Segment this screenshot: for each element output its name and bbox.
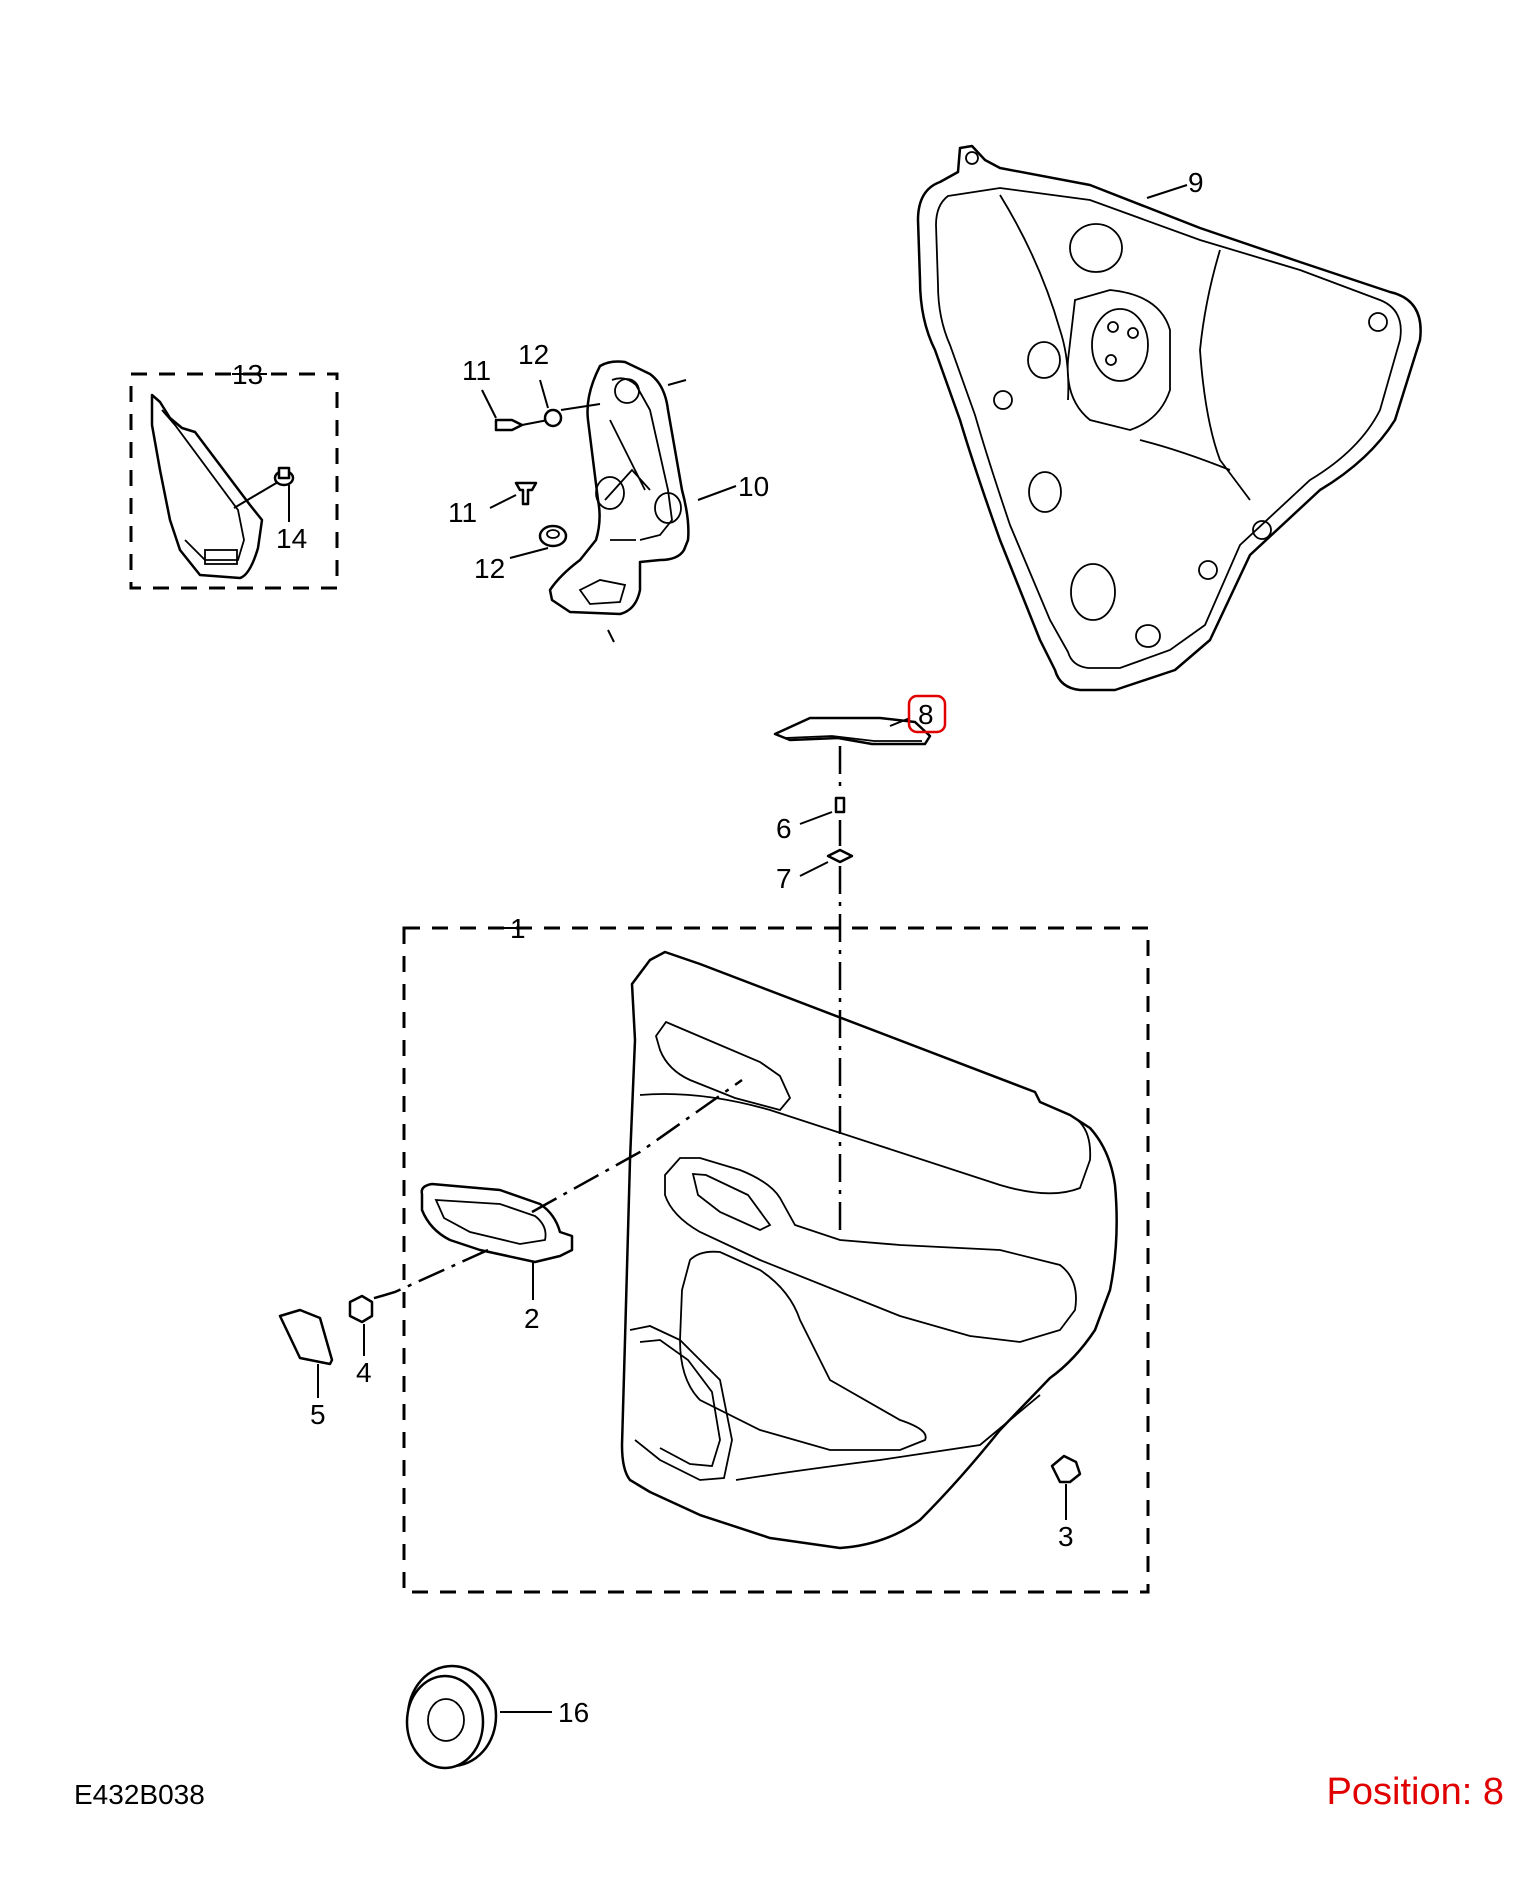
part-11-screw-lower[interactable] <box>489 481 538 509</box>
part-13-trim-group[interactable] <box>129 372 339 590</box>
callout-5: 5 <box>310 1399 326 1430</box>
callout-8: 8 <box>918 699 934 730</box>
callout-11-lower: 11 <box>448 497 477 528</box>
part-11-screw-upper[interactable] <box>481 389 549 432</box>
part-4-clip[interactable] <box>348 1294 374 1356</box>
highlight-box <box>907 694 947 734</box>
callout-2: 2 <box>524 1303 540 1334</box>
callout-16: 16 <box>558 1697 589 1728</box>
callout-12-lower: 12 <box>474 553 505 584</box>
part-14-clip[interactable] <box>273 466 295 522</box>
part-2-door-handle[interactable] <box>367 1078 743 1302</box>
position-label: Position: 8 <box>1326 1771 1504 1813</box>
part-6-screw[interactable] <box>799 796 846 825</box>
callout-7: 7 <box>776 863 792 894</box>
part-10-bracket[interactable] <box>548 360 737 643</box>
callout-14: 14 <box>276 523 307 554</box>
callout-3: 3 <box>1058 1521 1074 1552</box>
callout-1: 1 <box>510 913 526 944</box>
callout-12-upper: 12 <box>518 339 549 370</box>
part-5-cover-cap[interactable] <box>278 1308 334 1398</box>
callout-9: 9 <box>1188 167 1204 198</box>
part-8-trim-cap[interactable] <box>773 694 947 746</box>
callout-10: 10 <box>738 471 769 502</box>
part-7-nut[interactable] <box>799 848 854 877</box>
callout-11-upper: 11 <box>462 355 491 386</box>
part-1-door-trim-panel[interactable] <box>402 926 1150 1594</box>
part-3-clip[interactable] <box>1050 1454 1082 1520</box>
callout-4: 4 <box>356 1357 372 1388</box>
drawing-code: E432B038 <box>74 1779 205 1810</box>
part-9-door-inner-panel[interactable] <box>916 144 1422 692</box>
part-12-nut-upper[interactable] <box>539 379 601 428</box>
callout-13: 13 <box>232 359 263 390</box>
part-12-grommet-lower[interactable] <box>509 524 568 559</box>
part-16-plug[interactable] <box>405 1664 552 1770</box>
callout-6: 6 <box>776 813 792 844</box>
